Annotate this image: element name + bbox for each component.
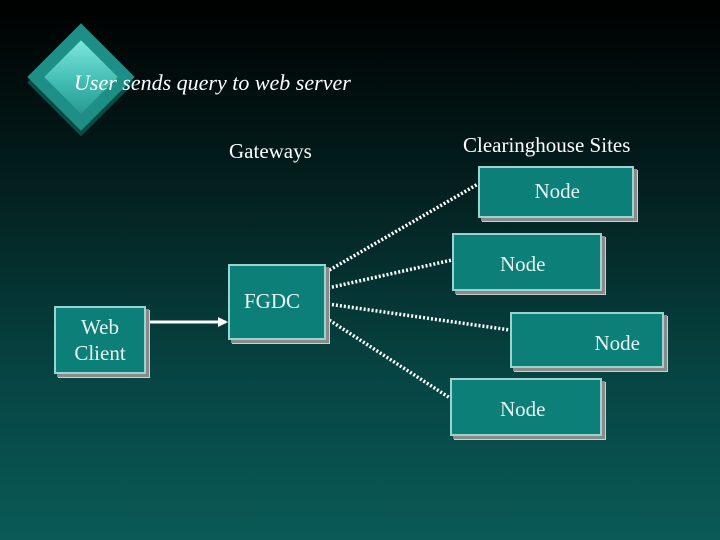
node-box-1: Node bbox=[478, 166, 634, 218]
link-fgdc-node1 bbox=[325, 182, 479, 274]
web-client-line2: Client bbox=[74, 341, 126, 365]
node-box-4: Node bbox=[450, 378, 602, 436]
node-label-3: Node bbox=[594, 331, 641, 355]
gateways-label: Gateways bbox=[229, 139, 312, 163]
node-label-4: Node bbox=[500, 397, 546, 421]
web-client-label: Web Client bbox=[74, 314, 125, 367]
web-client-line1: Web bbox=[81, 314, 119, 339]
node-label-1: Node bbox=[534, 179, 581, 203]
link-fgdc-node2 bbox=[327, 258, 453, 290]
fgdc-box: FGDC bbox=[228, 264, 326, 340]
node-box-2: Node bbox=[452, 233, 602, 291]
web-client-box: Web Client bbox=[54, 306, 146, 374]
node-label-2: Node bbox=[500, 252, 546, 276]
slide-title: User sends query to web server bbox=[74, 70, 351, 95]
node-box-3: Node bbox=[510, 312, 664, 368]
fgdc-label: FGDC bbox=[244, 289, 301, 313]
link-fgdc-node3 bbox=[327, 302, 511, 332]
clearinghouse-sites-label: Clearinghouse Sites bbox=[463, 133, 631, 157]
link-fgdc-node4 bbox=[325, 316, 451, 400]
